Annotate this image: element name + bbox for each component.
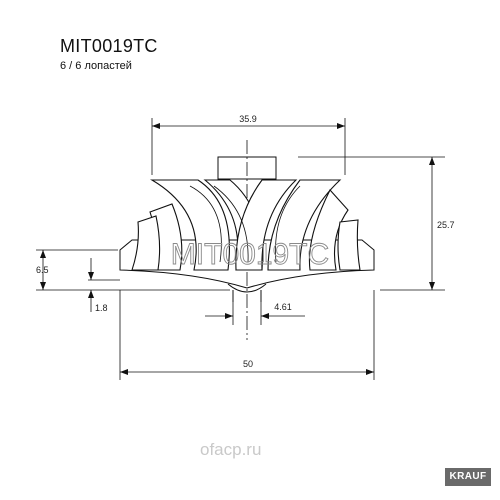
dimension-top-width: 35.9 xyxy=(151,114,346,175)
blade-count-subtitle: 6 / 6 лопастей xyxy=(60,60,132,72)
watermark-text: MIT0019TC xyxy=(171,238,329,271)
part-number-title: MIT0019TC xyxy=(60,36,158,56)
blade-4 xyxy=(267,179,342,271)
top-width-label: 35.9 xyxy=(239,114,257,124)
base-disc xyxy=(119,239,375,289)
blade-edge-3 xyxy=(213,185,249,263)
blade-7 xyxy=(131,215,161,271)
blade-3 xyxy=(235,179,298,271)
blade-8 xyxy=(337,219,361,271)
hub-nose xyxy=(227,283,267,293)
dimension-base-height: 6.5 xyxy=(36,249,230,291)
dimension-height: 25.7 xyxy=(298,156,455,291)
base-height-label: 6.5 xyxy=(36,265,49,275)
impeller-blades xyxy=(131,179,361,271)
blade-edge-1 xyxy=(189,185,222,263)
dimension-bore: 4.61 xyxy=(205,302,305,325)
dimension-base-gap: 1.8 xyxy=(88,258,120,313)
base-diameter-label: 50 xyxy=(243,359,253,369)
dimension-base-diameter: 50 xyxy=(119,290,375,380)
base-gap-label: 1.8 xyxy=(95,303,108,313)
bore-label: 4.61 xyxy=(274,302,292,312)
blade-edge-2 xyxy=(275,185,301,263)
brand-logo: KRAUF xyxy=(445,468,491,486)
height-label: 25.7 xyxy=(437,220,455,230)
site-watermark: ofacp.ru xyxy=(200,440,262,459)
